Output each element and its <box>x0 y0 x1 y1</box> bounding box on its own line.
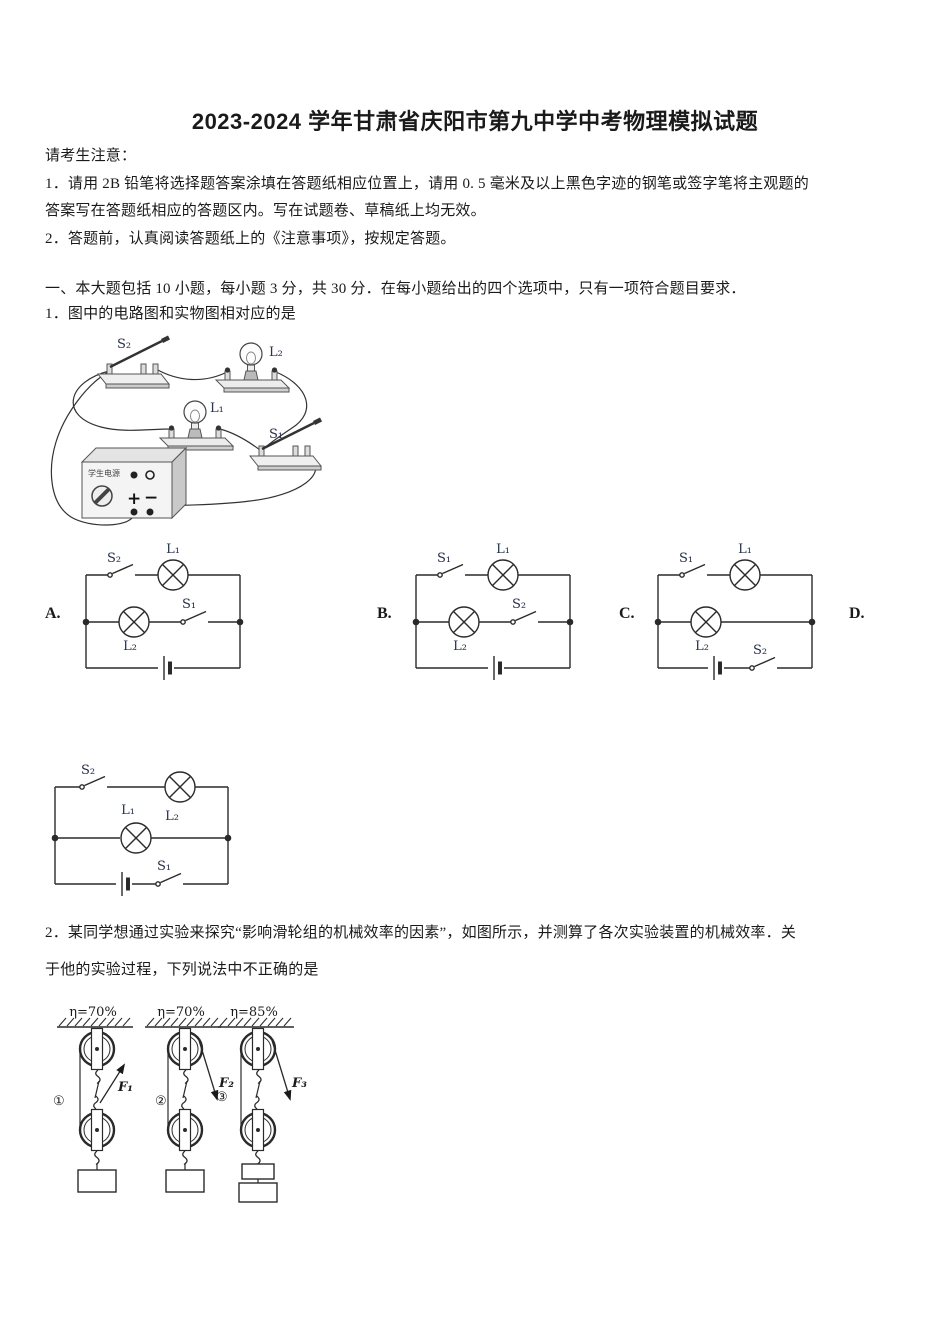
circuit-b-top-switch-label: S₁ <box>437 551 451 566</box>
option-c-letter: C. <box>619 605 635 622</box>
power-indicator-dot <box>130 471 138 479</box>
power-indicator-ring <box>145 470 155 480</box>
wire <box>219 428 261 451</box>
circuit-d-bottom-switch-label: S₁ <box>157 859 171 874</box>
circuit-b-mid-switch-label: S₂ <box>512 597 526 612</box>
question-2-line-1: 2．某同学想通过实验来探究“影响滑轮组的机械效率的因素”，如图所示，并测算了各次… <box>45 925 797 941</box>
pulley-system-3: η=85% F₃ ③ <box>216 1005 307 1203</box>
circuit-c-mid-lamp-label: L₂ <box>695 639 709 654</box>
question-1-text: 1．图中的电路图和实物图相对应的是 <box>45 306 296 322</box>
circuit-c-top-lamp-label: L₁ <box>738 542 752 557</box>
circuit-a-mid-switch-label: S₁ <box>182 597 196 612</box>
section-1-heading: 一、本大题包括 10 小题，每小题 3 分，共 30 分．在每小题给出的四个选项… <box>45 281 746 297</box>
real-lamp-l1-label: L₁ <box>210 401 224 416</box>
force-arrow-f2 <box>197 1036 219 1101</box>
circuit-c-bottom-switch-label: S₂ <box>753 643 767 658</box>
wire <box>261 371 308 451</box>
system-2-number: ② <box>155 1094 167 1109</box>
circuit-option-a: S₂ L₁ L₂ S₁ <box>82 542 244 682</box>
plus-terminal <box>130 508 138 516</box>
force-arrow-f1 <box>99 1063 126 1104</box>
real-switch-s2 <box>98 338 169 389</box>
real-switch-s1 <box>250 420 321 471</box>
circuit-a-mid-lamp-label: L₂ <box>123 639 137 654</box>
notice-item-1-line-2: 答案写在答题纸相应的答题区内。写在试题卷、草稿纸上均无效。 <box>45 203 486 219</box>
figure-real-circuit: S₂ L₂ L₁ S₁ 学生电源 + − <box>50 336 340 526</box>
minus-terminal <box>146 508 154 516</box>
option-a-letter: A. <box>45 605 61 622</box>
circuit-option-c: S₁ L₁ L₂ S₂ <box>654 542 816 682</box>
power-supply-label: 学生电源 <box>88 468 120 478</box>
circuit-c-top-switch-label: S₁ <box>679 551 693 566</box>
circuit-option-b: S₁ L₁ L₂ S₂ <box>412 542 574 682</box>
system-1-number: ① <box>53 1094 65 1109</box>
pulley-system-2: η=70% F₂ ② <box>145 1005 234 1193</box>
circuit-d-mid-lamp-label: L₁ <box>121 803 135 818</box>
force-label-f1: F₁ <box>117 1080 133 1095</box>
circuit-d-top-switch-label: S₂ <box>81 763 95 778</box>
real-switch-s2-label: S₂ <box>117 337 131 352</box>
efficiency-label-2: η=70% <box>157 1005 205 1020</box>
weight-block <box>238 1182 278 1203</box>
pulley-system-1: η=70% F₁ ① <box>53 1005 133 1193</box>
circuit-a-top-switch-label: S₂ <box>107 551 121 566</box>
notice-item-2: 2．答题前，认真阅读答题纸上的《注意事项》，按规定答题。 <box>45 231 456 247</box>
circuit-a-top-lamp-label: L₁ <box>166 542 180 557</box>
circuit-option-d: S₂ L₂ L₁ S₁ <box>51 763 232 898</box>
real-switch-s1-label: S₁ <box>269 427 283 442</box>
page-title: 2023-2024 学年甘肃省庆阳市第九中学中考物理模拟试题 <box>191 109 759 134</box>
wire <box>155 368 228 381</box>
real-lamp-l2-label: L₂ <box>269 345 283 360</box>
real-power-supply: 学生电源 + − <box>80 446 188 520</box>
weight-block <box>241 1163 275 1180</box>
figure-pulley-systems: η=70% F₁ ① η=70% <box>53 1005 307 1203</box>
minus-terminal-label: − <box>144 488 158 508</box>
wire <box>72 370 172 431</box>
system-3-number: ③ <box>216 1090 228 1105</box>
efficiency-label-3: η=85% <box>230 1005 278 1020</box>
option-b-letter: B. <box>377 605 392 622</box>
question-2-line-2: 于他的实验过程，下列说法中不正确的是 <box>45 962 319 978</box>
weight-block <box>165 1169 205 1193</box>
efficiency-label-1: η=70% <box>69 1005 117 1020</box>
force-label-f3: F₃ <box>291 1076 307 1091</box>
circuit-b-mid-lamp-label: L₂ <box>453 639 467 654</box>
circuit-d-top-lamp-label: L₂ <box>165 809 179 824</box>
circuit-b-top-lamp-label: L₁ <box>496 542 510 557</box>
notice-item-1-line-1: 1．请用 2B 铅笔将选择题答案涂填在答题纸相应位置上，请用 0. 5 毫米及以… <box>45 176 809 192</box>
force-arrow-f3 <box>270 1036 292 1101</box>
option-d-letter: D. <box>849 605 865 622</box>
force-label-f2: F₂ <box>218 1076 234 1091</box>
weight-block <box>77 1169 117 1193</box>
plus-terminal-label: + <box>127 489 141 509</box>
notice-heading: 请考生注意： <box>45 148 137 164</box>
wire <box>50 371 135 526</box>
